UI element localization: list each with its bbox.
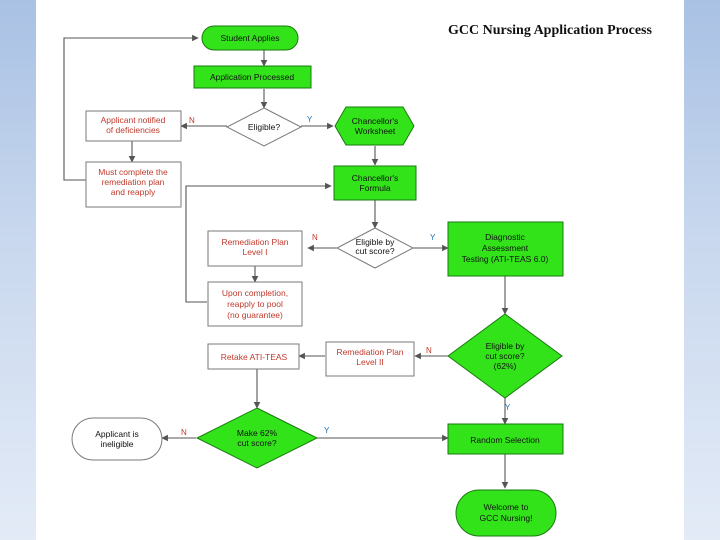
node-application-processed: Application Processed [193,65,312,89]
node-application-processed-label: Application Processed [210,72,294,82]
applicant-ineligible-line-1: Applicant is [95,429,138,439]
application-processed-line-1: Application Processed [210,72,294,82]
eligible-62-line-2: cut score? [485,351,524,361]
welcome-line-2: GCC Nursing! [480,513,533,523]
node-retake-ati-label: Retake ATI-TEAS [221,352,288,362]
edge-labels: N Y N Y N Y N Y [181,115,511,437]
remediation-plan-2-line-2: Level II [356,357,383,367]
node-retake-ati: Retake ATI-TEAS [207,343,300,370]
applicant-notified-line-2: of deficiencies [106,125,160,135]
diagnostic-testing-line-3: Testing (ATI-TEAS 6.0) [462,254,549,264]
label-eligible-62-yes: Y [505,403,511,412]
eligible-62-line-1: Eligible by [486,341,525,351]
upon-completion-line-2: reapply to pool [227,299,283,309]
student-applies-line-1: Student Applies [220,33,279,43]
label-cut-score-no: N [312,233,318,242]
chancellors-formula-line-1: Chancellor's [352,173,399,183]
node-random-selection-label: Random Selection [470,435,540,445]
edges [63,34,509,489]
node-eligible-decision-label: Eligible? [248,122,280,132]
eligible-cut-score-line-2: cut score? [355,246,394,256]
retake-ati-line-1: Retake ATI-TEAS [221,352,288,362]
node-random-selection: Random Selection [447,423,564,455]
must-complete-line-2: remediation plan [102,177,165,187]
node-eligible-decision: Eligible? [225,107,303,147]
upon-completion-line-3: (no guarantee) [227,310,283,320]
make-62-line-1: Make 62% [237,428,278,438]
eligible-cut-score-line-1: Eligible by [356,237,395,247]
node-make-62-label: Make 62%cut score? [237,428,278,448]
node-student-applies-label: Student Applies [220,33,279,43]
label-eligible-no: N [189,116,195,125]
label-make-62-no: N [181,428,187,437]
label-eligible-62-no: N [426,346,432,355]
node-make-62-decision: Make 62%cut score? [195,407,319,469]
flowchart: GCC Nursing Application Process N Y N Y … [63,23,652,537]
node-upon-completion-label: Upon completion,reapply to pool(no guara… [222,288,288,320]
diagnostic-testing-line-2: Assessment [482,243,529,253]
make-62-line-2: cut score? [237,438,276,448]
node-upon-completion: Upon completion,reapply to pool(no guara… [207,281,303,327]
label-make-62-yes: Y [324,426,330,435]
node-student-applies: Student Applies [201,25,299,51]
remediation-plan-1-line-2: Level I [242,247,267,257]
remediation-plan-2-line-1: Remediation Plan [336,347,403,357]
label-eligible-yes: Y [307,115,313,124]
chancellors-worksheet-line-1: Chancellor's [352,116,399,126]
must-complete-line-3: and reapply [111,187,156,197]
applicant-ineligible-line-2: ineligible [100,439,133,449]
chancellors-formula-line-2: Formula [359,183,390,193]
eligible-62-line-3: (62%) [494,361,517,371]
diagnostic-testing-line-1: Diagnostic [485,232,525,242]
welcome-line-1: Welcome to [484,502,529,512]
random-selection-line-1: Random Selection [470,435,540,445]
chancellors-worksheet-line-2: Worksheet [355,126,396,136]
applicant-notified-line-1: Applicant notified [101,115,166,125]
slide: GCC Nursing Application Process N Y N Y … [36,0,684,540]
edge-upon-completion-loop-to-formula [185,182,332,303]
edge-must-complete-loop-to-applies [63,34,199,181]
upon-completion-line-1: Upon completion, [222,288,288,298]
must-complete-line-1: Must complete the [98,167,168,177]
eligible-line-1: Eligible? [248,122,280,132]
label-cut-score-yes: Y [430,233,436,242]
remediation-plan-1-line-1: Remediation Plan [221,237,288,247]
page-title: GCC Nursing Application Process [448,23,652,38]
